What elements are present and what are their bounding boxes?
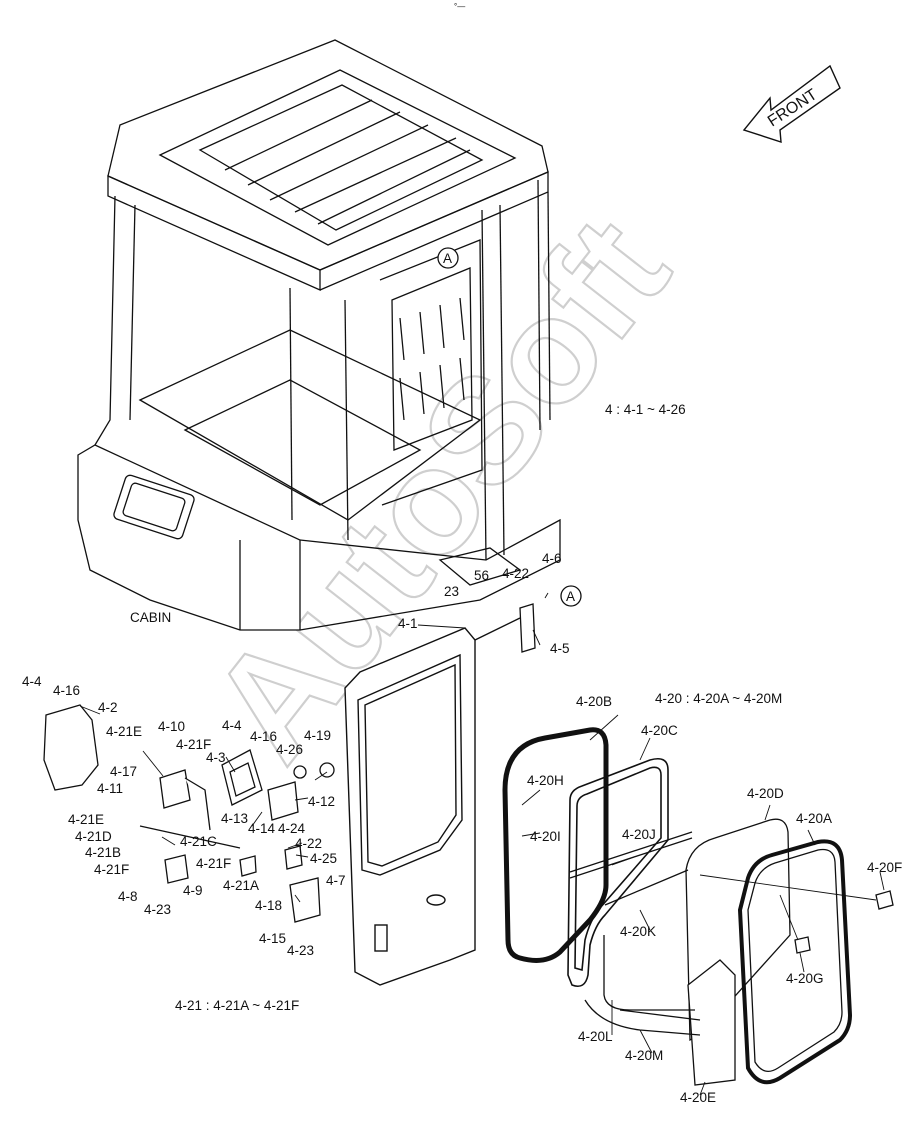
cabin-label: CABIN: [130, 610, 171, 625]
part-label: 4-16: [53, 683, 80, 698]
part-label: 4-4: [22, 674, 42, 689]
part-label: 4-1: [398, 616, 418, 631]
part-label: 4-25: [310, 851, 337, 866]
window-stopper-parts: [794, 890, 894, 954]
part-label: 4-23: [287, 943, 314, 958]
part-label: 4-14: [248, 821, 276, 836]
part-label: 4-21E: [68, 812, 104, 827]
detail-callout-a-bottom: A: [560, 585, 582, 607]
part-label: 4-21E: [106, 724, 142, 739]
part-label: 4-20D: [747, 786, 784, 801]
part-label: 4-20I: [530, 829, 561, 844]
svg-text:A: A: [566, 589, 575, 604]
door-handle-part: [221, 749, 263, 806]
part-label: 4-22: [502, 566, 529, 581]
part-label: 4-15: [259, 931, 286, 946]
part-label: 4-16: [250, 729, 277, 744]
part-label: 4-21D: [75, 829, 112, 844]
part-label: 4-20H: [527, 773, 564, 788]
latch-note: 4-21 : 4-21A ~ 4-21F: [175, 998, 299, 1013]
part-label: 4-20K: [620, 924, 656, 939]
part-label: 4-24: [278, 821, 306, 836]
part-label: 23: [444, 584, 459, 599]
part-label: 4-19: [304, 728, 331, 743]
part-label: 4-5: [550, 641, 570, 656]
part-label: 4-2: [98, 700, 118, 715]
part-label: 4-20J: [622, 827, 656, 842]
part-label: 4-17: [110, 764, 137, 779]
part-label: 4-7: [326, 873, 346, 888]
part-label: 4-21A: [223, 878, 259, 893]
part-label: 4-21F: [94, 862, 129, 877]
door-lock-part: [159, 769, 211, 831]
part-label: 4-10: [158, 719, 185, 734]
part-label: 4-20B: [576, 694, 612, 709]
part-label: 4-3: [206, 750, 226, 765]
inner-panel-part: [43, 704, 99, 791]
window-glass-frame-part: [567, 757, 669, 988]
glass-note: 4-20 : 4-20A ~ 4-20M: [655, 691, 782, 706]
part-label: 4-21F: [196, 856, 231, 871]
door-bracket-part: [284, 845, 321, 923]
part-label: 4-20M: [625, 1048, 663, 1063]
part-label: 4-20F: [867, 860, 902, 875]
part-label: 4-23: [144, 902, 171, 917]
part-label: 4-20L: [578, 1029, 613, 1044]
part-label: 4-26: [276, 742, 303, 757]
striker-part: [164, 854, 257, 884]
cabin-frame-drawing: [77, 39, 561, 631]
part-label: 4-8: [118, 889, 138, 904]
window-seal-part: [502, 727, 609, 963]
part-label: 4-21B: [85, 845, 121, 860]
part-label: 56: [474, 568, 489, 583]
window-glass-lower-part: [687, 959, 736, 1086]
part-label: 4-21F: [176, 737, 211, 752]
leader-lines: [79, 592, 885, 1096]
part-label: 4-9: [183, 883, 203, 898]
hinge-bracket-part: [519, 603, 536, 653]
part-label: 4-6: [542, 551, 562, 566]
part-label: 4-21C: [180, 834, 217, 849]
part-labels: 56 23 4-22 4-6 4-5 4-1 4-4 4-16 4-2 4-21…: [22, 551, 902, 1105]
front-arrow-icon: FRONT: [742, 64, 841, 143]
detail-callout-a-top: A: [437, 247, 459, 269]
window-channel-parts: [569, 831, 701, 1036]
part-label: 4-13: [221, 811, 248, 826]
door-frame-drawing: [344, 617, 521, 986]
latch-rod-part: [139, 825, 241, 849]
section-note: 4 : 4-1 ~ 4-26: [605, 402, 686, 417]
part-label: 4-20E: [680, 1090, 716, 1105]
part-label: 4-20A: [796, 811, 832, 826]
part-label: 4-11: [97, 781, 123, 796]
svg-text:A: A: [443, 251, 452, 266]
part-label: 4-12: [308, 794, 335, 809]
part-label: 4-20G: [786, 971, 824, 986]
door-latch-part: [267, 762, 335, 821]
part-label: 4-20C: [641, 723, 678, 738]
part-label: 4-22: [295, 836, 322, 851]
window-outer-seal-part: [737, 839, 853, 1085]
header-mark: °—: [454, 2, 465, 11]
part-label: 4-4: [222, 718, 242, 733]
part-label: 4-18: [255, 898, 282, 913]
